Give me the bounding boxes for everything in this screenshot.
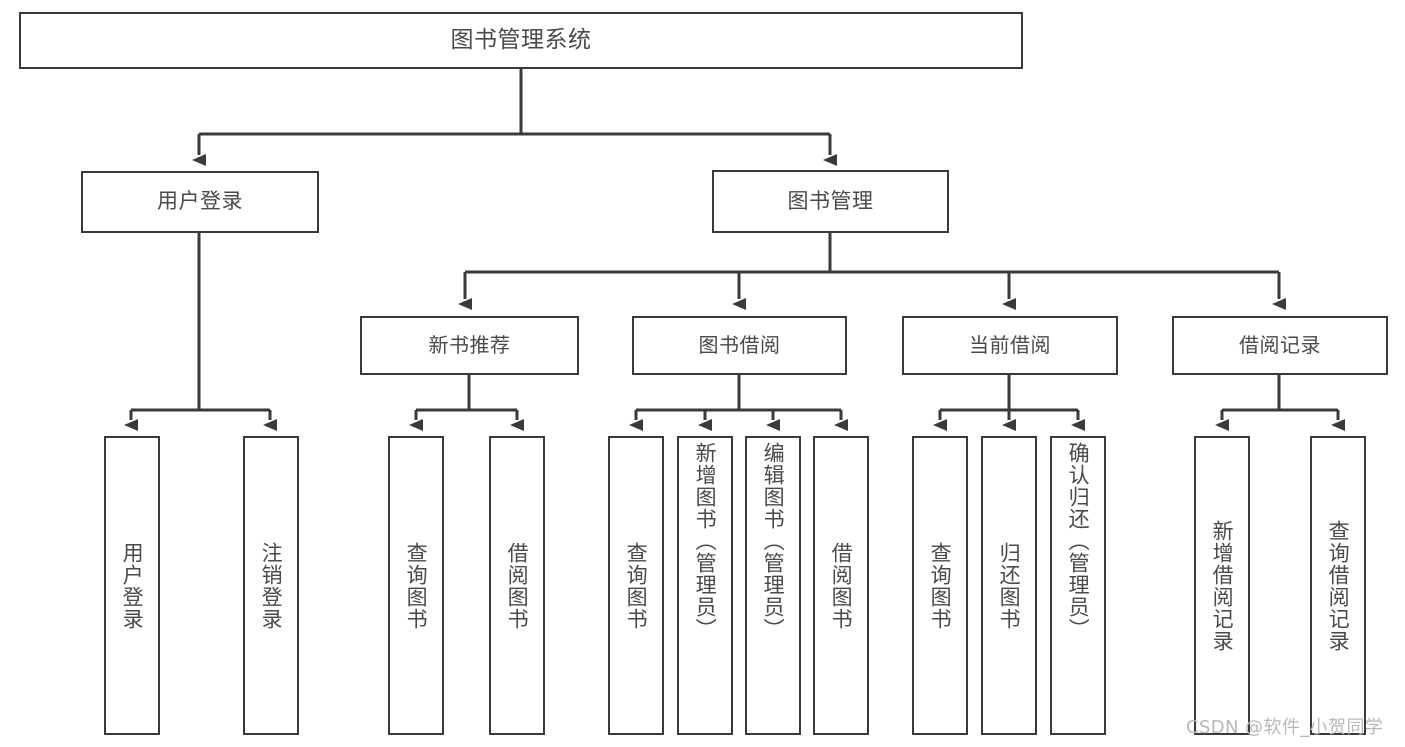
node-leaf-add-book-label: 新增图书（管理员）	[693, 442, 718, 640]
node-current-borrow-label: 当前借阅	[969, 333, 1051, 358]
node-borrow-record-label: 借阅记录	[1239, 333, 1321, 358]
node-leaf-return-book-label: 归还图书	[997, 541, 1022, 630]
node-leaf-confirm-return-label: 确认归还（管理员）	[1066, 442, 1091, 640]
node-new-book-rec[interactable]: 新书推荐	[360, 316, 579, 375]
node-leaf-add-book[interactable]: 新增图书（管理员）	[677, 436, 733, 735]
node-book-manage-label: 图书管理	[787, 188, 874, 213]
node-leaf-query-record-label: 查询借阅记录	[1326, 519, 1351, 652]
node-leaf-user-login-label: 用户登录	[120, 541, 145, 630]
node-leaf-borrow-book-2[interactable]: 借阅图书	[813, 436, 869, 735]
node-leaf-query-book-1[interactable]: 查询图书	[388, 436, 444, 735]
node-leaf-add-record[interactable]: 新增借阅记录	[1194, 436, 1250, 735]
node-book-borrow[interactable]: 图书借阅	[632, 316, 847, 375]
node-leaf-query-book-3[interactable]: 查询图书	[912, 436, 968, 735]
node-leaf-query-book-2-label: 查询图书	[624, 541, 649, 630]
node-leaf-logout-login-label: 注销登录	[259, 541, 284, 630]
csdn-watermark: CSDN @软件_小贺同学	[1186, 717, 1384, 738]
node-leaf-user-login[interactable]: 用户登录	[104, 436, 160, 735]
node-leaf-query-book-3-label: 查询图书	[928, 541, 953, 630]
node-leaf-return-book[interactable]: 归还图书	[981, 436, 1037, 735]
node-leaf-query-book-2[interactable]: 查询图书	[608, 436, 664, 735]
node-leaf-logout-login[interactable]: 注销登录	[243, 436, 299, 735]
node-book-manage[interactable]: 图书管理	[712, 170, 949, 233]
node-leaf-borrow-book-2-label: 借阅图书	[829, 541, 854, 630]
node-leaf-edit-book-label: 编辑图书（管理员）	[761, 442, 786, 640]
node-root-label: 图书管理系统	[450, 27, 592, 54]
node-leaf-borrow-book-1[interactable]: 借阅图书	[489, 436, 545, 735]
node-borrow-record[interactable]: 借阅记录	[1172, 316, 1388, 375]
node-user-login-label: 用户登录	[157, 189, 243, 214]
node-current-borrow[interactable]: 当前借阅	[902, 316, 1118, 375]
node-leaf-borrow-book-1-label: 借阅图书	[505, 541, 530, 630]
node-root-system[interactable]: 图书管理系统	[19, 12, 1023, 69]
node-leaf-confirm-return[interactable]: 确认归还（管理员）	[1050, 436, 1106, 735]
node-book-borrow-label: 图书借阅	[698, 333, 781, 358]
node-leaf-query-record[interactable]: 查询借阅记录	[1310, 436, 1366, 735]
node-leaf-edit-book[interactable]: 编辑图书（管理员）	[745, 436, 801, 735]
node-new-book-rec-label: 新书推荐	[428, 333, 511, 358]
node-leaf-query-book-1-label: 查询图书	[404, 541, 429, 630]
node-user-login[interactable]: 用户登录	[81, 171, 319, 233]
node-leaf-add-record-label: 新增借阅记录	[1210, 519, 1235, 652]
